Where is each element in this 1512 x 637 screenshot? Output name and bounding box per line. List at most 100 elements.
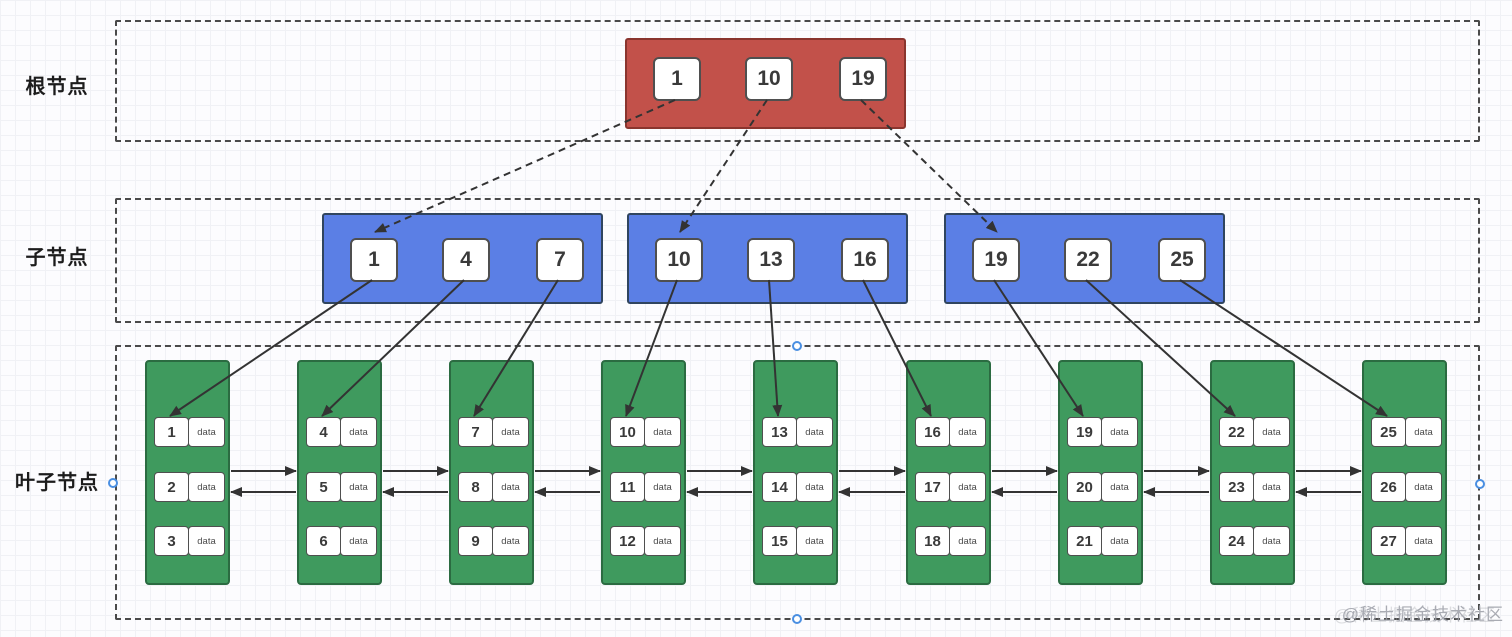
child-node-2-key-10: 10 — [655, 238, 703, 282]
leaf-data-cell: data — [492, 472, 529, 502]
leaf-key-1: 1 — [154, 417, 189, 447]
child-node-1-key-1: 1 — [350, 238, 398, 282]
child-node-1-key-7: 7 — [536, 238, 584, 282]
leaf-key-9: 9 — [458, 526, 493, 556]
leaf-key-8: 8 — [458, 472, 493, 502]
leaf-key-27: 27 — [1371, 526, 1406, 556]
child-node-2-key-16: 16 — [841, 238, 889, 282]
leaf-key-14: 14 — [762, 472, 797, 502]
leaf-key-13: 13 — [762, 417, 797, 447]
leaf-key-2: 2 — [154, 472, 189, 502]
leaf-data-cell: data — [796, 526, 833, 556]
leaf-data-cell: data — [1101, 417, 1138, 447]
leaf-data-cell: data — [796, 472, 833, 502]
child-level-container[interactable] — [115, 198, 1480, 323]
leaf-data-cell: data — [188, 417, 225, 447]
leaf-key-12: 12 — [610, 526, 645, 556]
leaf-data-cell: data — [1405, 526, 1442, 556]
leaf-data-cell: data — [644, 472, 681, 502]
leaf-data-cell: data — [644, 526, 681, 556]
child-node-1-key-4: 4 — [442, 238, 490, 282]
leaf-data-cell: data — [949, 417, 986, 447]
child-node-3-key-19: 19 — [972, 238, 1020, 282]
leaf-key-17: 17 — [915, 472, 950, 502]
leaf-data-cell: data — [492, 417, 529, 447]
child-level-label: 子节点 — [25, 247, 89, 269]
leaf-key-5: 5 — [306, 472, 341, 502]
root-node-key-1: 1 — [653, 57, 701, 101]
leaf-data-cell: data — [340, 472, 377, 502]
selection-handle-right[interactable] — [1475, 479, 1485, 489]
leaf-data-cell: data — [340, 526, 377, 556]
child-node-3-key-22: 22 — [1064, 238, 1112, 282]
leaf-key-3: 3 — [154, 526, 189, 556]
leaf-key-11: 11 — [610, 472, 645, 502]
leaf-data-cell: data — [340, 417, 377, 447]
leaf-key-10: 10 — [610, 417, 645, 447]
leaf-key-4: 4 — [306, 417, 341, 447]
leaf-data-cell: data — [644, 417, 681, 447]
leaf-key-16: 16 — [915, 417, 950, 447]
root-node-key-19: 19 — [839, 57, 887, 101]
leaf-data-cell: data — [1405, 417, 1442, 447]
leaf-key-20: 20 — [1067, 472, 1102, 502]
watermark: @稀土掘金技术社区 — [1341, 605, 1504, 624]
leaf-key-21: 21 — [1067, 526, 1102, 556]
leaf-data-cell: data — [188, 472, 225, 502]
leaf-key-26: 26 — [1371, 472, 1406, 502]
leaf-data-cell: data — [949, 526, 986, 556]
root-level-label: 根节点 — [25, 76, 89, 98]
leaf-data-cell: data — [796, 417, 833, 447]
leaf-key-24: 24 — [1219, 526, 1254, 556]
leaf-level-label: 叶子节点 — [15, 472, 99, 494]
selection-handle-top[interactable] — [792, 341, 802, 351]
leaf-key-7: 7 — [458, 417, 493, 447]
child-node-3-key-25: 25 — [1158, 238, 1206, 282]
root-level-container[interactable] — [115, 20, 1480, 142]
leaf-data-cell: data — [1253, 526, 1290, 556]
selection-handle-left[interactable] — [108, 478, 118, 488]
leaf-data-cell: data — [1405, 472, 1442, 502]
leaf-data-cell: data — [188, 526, 225, 556]
leaf-data-cell: data — [1253, 417, 1290, 447]
child-node-3[interactable]: 19 22 25 — [944, 213, 1225, 304]
leaf-data-cell: data — [949, 472, 986, 502]
leaf-key-6: 6 — [306, 526, 341, 556]
leaf-data-cell: data — [1253, 472, 1290, 502]
selection-handle-bottom[interactable] — [792, 614, 802, 624]
